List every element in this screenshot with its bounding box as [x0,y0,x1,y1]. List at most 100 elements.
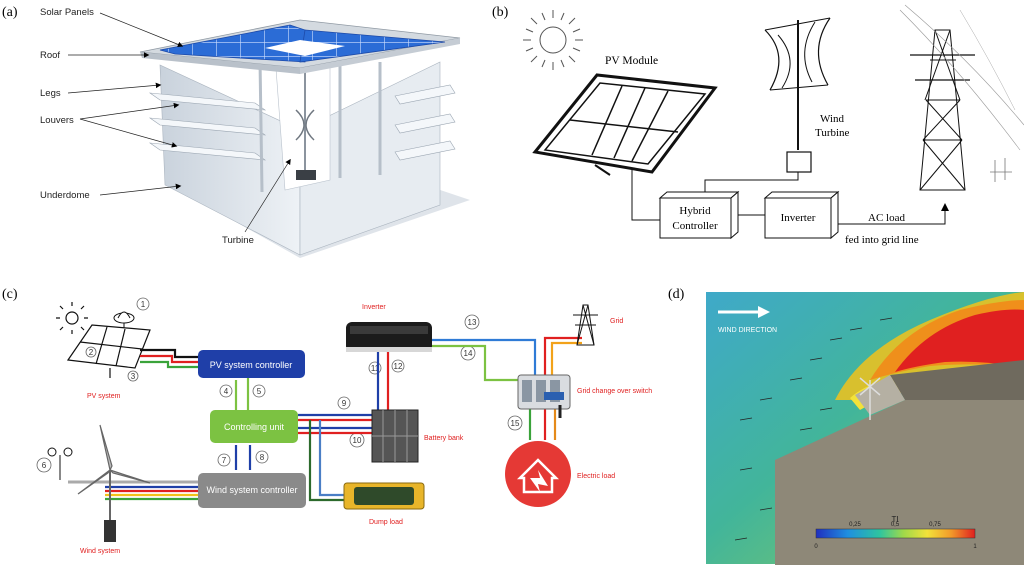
underdome-right [299,61,441,256]
svg-text:1: 1 [141,300,146,309]
sun-small-icon [56,302,88,334]
label-wind-controller: Wind system controller [206,485,297,495]
grid-pylon-icon [573,304,598,346]
panel-c-tag: (c) [2,287,18,302]
turbine-a [295,60,316,180]
svg-text:12: 12 [394,362,403,371]
svg-text:4: 4 [224,387,229,396]
label-turbine: Turbine [222,235,254,246]
battery-bank [371,409,419,463]
colorbar-tick-0: 0 [814,544,818,550]
step-marker-5: 5 [252,384,266,398]
label-battery-bank: Battery bank [424,435,464,442]
roof-notch [265,40,345,56]
panel-b-tag: (b) [492,5,509,20]
panel-d: (d) WIND DIRECTION [668,287,1024,565]
colorbar-title: TI [891,515,898,524]
svg-text:13: 13 [468,318,477,327]
hybrid-controller-box [658,190,740,240]
wind-turbine-b [764,17,831,173]
step-markers: 1 2 3 4 5 6 7 8 9 10 11 12 13 14 15 [36,297,523,473]
step-marker-11: 11 [368,361,382,375]
pyranometer-icon [113,311,135,330]
step-marker-1: 1 [136,297,150,311]
louvers-left [148,92,267,161]
panel-c: (c) 1 2 3 4 5 6 7 8 9 [2,287,652,555]
svg-text:7: 7 [222,456,227,465]
wiring-b [631,170,949,225]
svg-text:5: 5 [257,387,262,396]
label-legs: Legs [40,88,61,99]
panel-a: (a) [2,5,470,258]
pv-module [532,73,718,176]
step-marker-14: 14 [460,345,476,361]
step-marker-13: 13 [464,314,480,330]
pylon-icon [899,4,1024,191]
controlling-unit-box [210,410,298,443]
colorbar-tick-3: 0,75 [929,522,941,528]
inverter-device-c [346,322,432,352]
step-marker-6: 6 [36,457,52,473]
label-ac-load: AC load [868,212,905,224]
svg-text:3: 3 [131,372,136,381]
step-marker-4: 4 [219,384,233,398]
step-marker-8: 8 [255,450,269,464]
label-turbine-b: Turbine [815,127,850,139]
dump-load [343,482,425,510]
pv-controller-box [198,350,305,378]
svg-text:6: 6 [42,461,47,470]
label-electric-load: Electric load [577,473,615,480]
svg-text:14: 14 [464,349,473,358]
label-dump-load: Dump load [369,519,403,526]
changeover-switch [517,374,571,418]
louvers-right [394,84,456,161]
label-underdome: Underdome [40,190,90,201]
label-controlling-unit: Controlling unit [224,422,285,432]
panel-b: (b) PV Module [492,4,1024,246]
step-marker-2: 2 [85,346,97,358]
label-inverter-b: Inverter [781,212,816,224]
label-inverter-c: Inverter [362,304,386,311]
velocity-vectors [734,317,893,541]
building-roof [890,360,1024,400]
roof-edge-left [140,52,300,74]
pv-panel-c [66,324,151,378]
label-pv-system: PV system [87,393,121,400]
svg-text:8: 8 [260,453,265,462]
svg-text:10: 10 [353,436,362,445]
svg-text:15: 15 [511,419,520,428]
step-marker-9: 9 [337,396,351,410]
label-louvers: Louvers [40,115,74,126]
label-grid-line: fed into grid line [845,234,919,246]
colorbar-tick-2: 0,5 [891,522,900,528]
cfd-turbine [859,377,881,420]
wiring-c [68,336,582,502]
ti-colorbar: TI 0 0,25 0,5 0,75 1 [814,515,977,550]
wind-direction-arrow [718,306,770,318]
label-grid: Grid [610,318,623,325]
panel-d-tag: (d) [668,287,685,302]
step-marker-12: 12 [391,359,405,373]
roof-edge-right [300,38,460,74]
step-marker-7: 7 [217,453,231,467]
label-roof: Roof [40,50,60,61]
panel-a-tag: (a) [2,5,18,20]
wind-controller-box [198,473,306,508]
svg-text:9: 9 [342,399,347,408]
building-block [775,400,1024,565]
label-pv-controller: PV system controller [210,360,293,370]
step-marker-3: 3 [127,370,139,382]
label-solar-panels: Solar Panels [40,7,94,18]
svg-text:11: 11 [371,364,380,373]
plume-red [895,309,1024,372]
svg-text:2: 2 [89,348,94,357]
colorbar-tick-4: 1 [973,544,977,550]
label-hybrid: Hybrid [679,205,711,217]
sun-icon [523,10,583,70]
colorbar-tick-1: 0,25 [849,522,861,528]
label-wind-direction: WIND DIRECTION [718,327,777,334]
label-wind-system: Wind system [80,548,120,555]
electric-load-icon [505,441,571,507]
step-marker-15: 15 [507,415,523,431]
